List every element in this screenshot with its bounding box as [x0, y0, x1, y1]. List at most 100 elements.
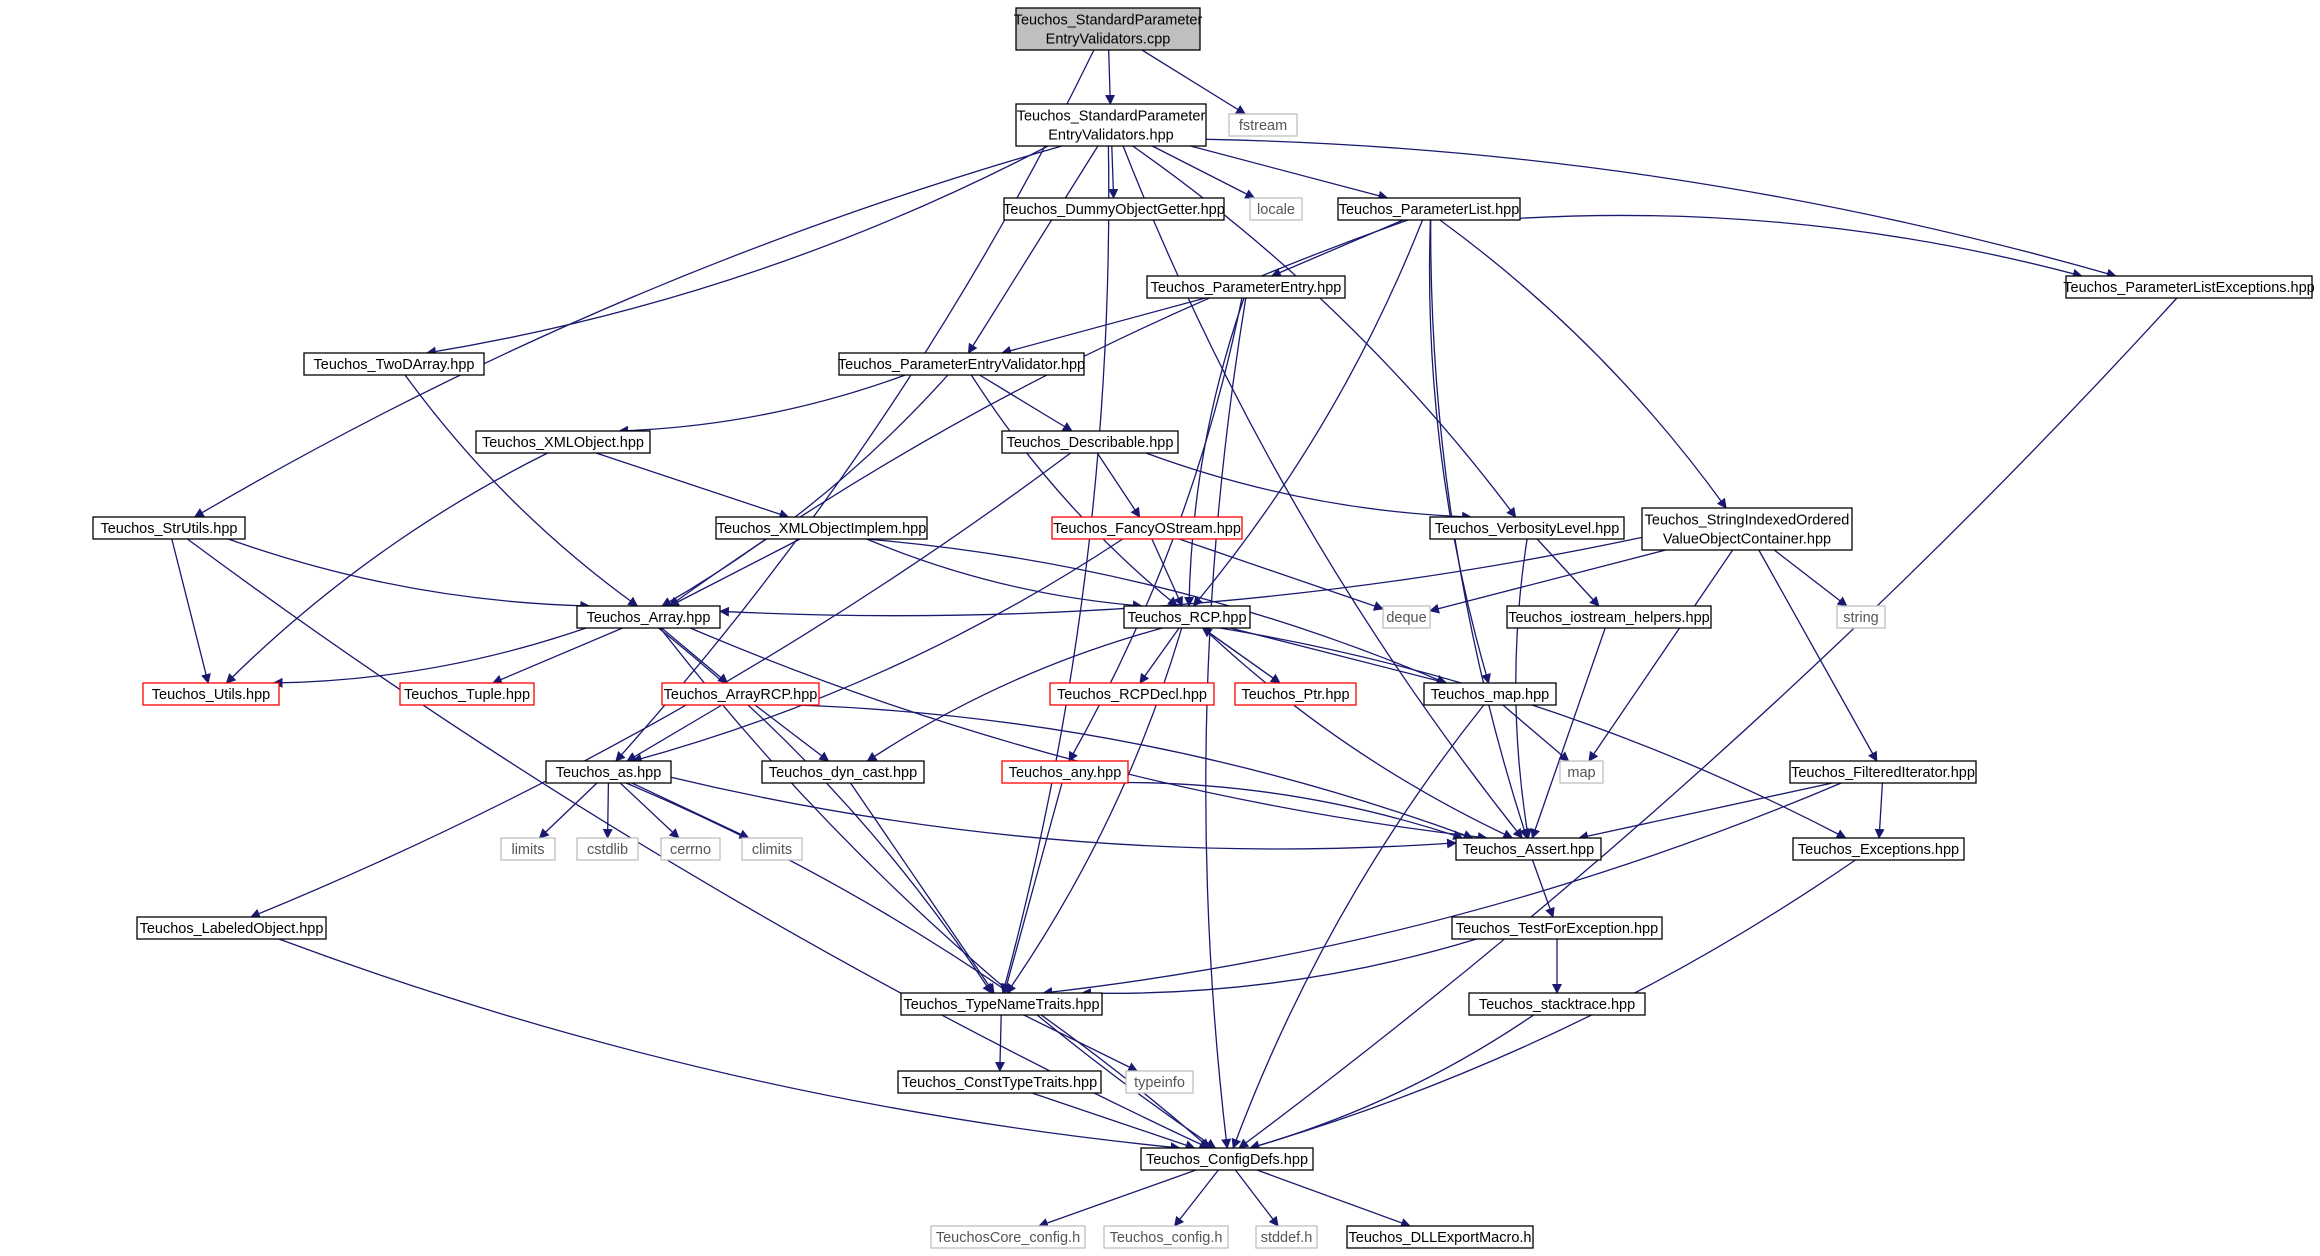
node-teuchos-array-hpp[interactable]: Teuchos_Array.hpp	[576, 605, 721, 629]
edge-as-to-cerrno	[619, 782, 680, 839]
node-label: Teuchos_Assert.hpp	[1463, 842, 1594, 858]
edge-config-to-corecfg	[1037, 1169, 1197, 1228]
node-teuchos-labeledobject-hpp[interactable]: Teuchos_LabeledObject.hpp	[136, 916, 327, 940]
node-teuchos-as-hpp[interactable]: Teuchos_as.hpp	[545, 760, 672, 784]
edge-as-to-climits	[631, 782, 750, 839]
node-teuchos-verbositylevel-hpp[interactable]: Teuchos_VerbosityLevel.hpp	[1429, 516, 1625, 540]
node-box	[1382, 605, 1431, 629]
node-teuchos-typenametraits-hpp[interactable]: Teuchos_TypeNameTraits.hpp	[900, 992, 1103, 1016]
node-label: Teuchos_FilteredIterator.hpp	[1791, 765, 1975, 781]
edge-array-to-utils	[272, 627, 587, 688]
node-typeinfo: typeinfo	[1125, 1070, 1194, 1094]
node-teuchos-parameterentry-hpp[interactable]: Teuchos_ParameterEntry.hpp	[1146, 275, 1346, 299]
node-box	[1015, 103, 1207, 147]
node-teuchos-any-hpp[interactable]: Teuchos_any.hpp	[1001, 760, 1129, 784]
node-label: climits	[752, 842, 792, 858]
node-box	[1641, 507, 1853, 551]
node-box	[136, 916, 327, 940]
node-cerrno: cerrno	[660, 837, 721, 861]
node-teuchos-twodarray-hpp[interactable]: Teuchos_TwoDArray.hpp	[303, 352, 485, 376]
edge-describ-to-labeled	[249, 452, 1071, 919]
node-teuchos-iostream-helpers-hpp[interactable]: Teuchos_iostream_helpers.hpp	[1506, 605, 1712, 629]
node-label: Teuchos_FancyOStream.hpp	[1053, 521, 1241, 537]
node-teuchos-describable-hpp[interactable]: Teuchos_Describable.hpp	[1001, 430, 1179, 454]
node-label: Teuchos_ParameterList.hpp	[1339, 202, 1520, 218]
node-teuchoscore-config-h: TeuchosCore_config.h	[930, 1225, 1086, 1249]
node-teuchos-consttypetraits-hpp[interactable]: Teuchos_ConstTypeTraits.hpp	[897, 1070, 1102, 1094]
node-box	[576, 837, 639, 861]
edge-sphpp-to-plist	[1190, 145, 1389, 201]
node-teuchos-dummyobjectgetter-hpp[interactable]: Teuchos_DummyObjectGetter.hpp	[1003, 197, 1225, 221]
edge-array-to-config	[659, 627, 1217, 1149]
node-teuchos-xmlobject-hpp[interactable]: Teuchos_XMLObject.hpp	[475, 430, 651, 454]
node-label: Teuchos_StandardParameter	[1014, 13, 1203, 29]
node-teuchos-stacktrace-hpp[interactable]: Teuchos_stacktrace.hpp	[1468, 992, 1646, 1016]
node-teuchos-xmlobjectimplem-hpp[interactable]: Teuchos_XMLObjectImplem.hpp	[715, 516, 928, 540]
edge-plist-to-plistexc	[1519, 214, 2083, 279]
edge-config-to-dll	[1256, 1169, 1411, 1228]
node-teuchos-utils-hpp[interactable]: Teuchos_Utils.hpp	[142, 682, 280, 706]
node-teuchos-parameterentryvalidator-hpp[interactable]: Teuchos_ParameterEntryValidator.hpp	[838, 352, 1085, 376]
node-box	[1337, 197, 1521, 221]
edge-constt-to-config	[1031, 1092, 1196, 1150]
node-teuchos-exceptions-hpp[interactable]: Teuchos_Exceptions.hpp	[1792, 837, 1965, 861]
node-teuchos-ptr-hpp[interactable]: Teuchos_Ptr.hpp	[1234, 682, 1357, 706]
node-fstream: fstream	[1228, 113, 1298, 137]
node-teuchos-tuple-hpp[interactable]: Teuchos_Tuple.hpp	[399, 682, 535, 706]
node-box	[2065, 275, 2313, 299]
node-teuchos-rcp-hpp[interactable]: Teuchos_RCP.hpp	[1123, 605, 1251, 629]
node-label: ValueObjectContainer.hpp	[1663, 532, 1831, 548]
node-teuchos-parameterlist-hpp[interactable]: Teuchos_ParameterList.hpp	[1337, 197, 1521, 221]
node-teuchos-map-hpp[interactable]: Teuchos_map.hpp	[1423, 682, 1557, 706]
edge-fancy-to-rcp	[1151, 538, 1183, 607]
edge-xmlimpl-to-rcp	[866, 538, 1143, 611]
edge-strutils-to-array	[228, 538, 591, 611]
node-box	[661, 682, 820, 706]
node-teuchos-testforexception-hpp[interactable]: Teuchos_TestForException.hpp	[1451, 916, 1663, 940]
node-teuchos-filterediterator-hpp[interactable]: Teuchos_FilteredIterator.hpp	[1789, 760, 1977, 784]
edge-fancy-to-deque	[1178, 538, 1384, 611]
node-box	[1451, 916, 1663, 940]
node-box	[475, 430, 651, 454]
edge-sioc-to-string	[1773, 549, 1848, 607]
node-teuchos-assert-hpp[interactable]: Teuchos_Assert.hpp	[1455, 837, 1602, 861]
node-teuchos-strutils-hpp[interactable]: Teuchos_StrUtils.hpp	[92, 516, 246, 540]
node-teuchos-parameterlistexceptions-hpp[interactable]: Teuchos_ParameterListExceptions.hpp	[2063, 275, 2315, 299]
node-label: cerrno	[670, 842, 711, 858]
node-box	[303, 352, 485, 376]
node-label: locale	[1257, 202, 1295, 218]
node-teuchos-rcpdecl-hpp[interactable]: Teuchos_RCPDecl.hpp	[1049, 682, 1215, 706]
node-teuchos-stringindexedorderedvalueobjectcontainer-hpp[interactable]: Teuchos_StringIndexedOrderedValueObjectC…	[1641, 507, 1853, 551]
node-box	[500, 837, 556, 861]
node-box	[1140, 1147, 1314, 1171]
edge-pentry-to-rcp	[1184, 297, 1245, 607]
node-box	[1346, 1225, 1534, 1249]
node-teuchos-arrayrcp-hpp[interactable]: Teuchos_ArrayRCP.hpp	[661, 682, 820, 706]
edge-twod-to-array	[404, 374, 639, 607]
node-box	[1559, 760, 1604, 784]
node-label: Teuchos_dyn_cast.hpp	[769, 765, 917, 781]
edge-pentry-to-pev	[1001, 297, 1206, 356]
node-deque: deque	[1382, 605, 1431, 629]
node-box	[761, 760, 925, 784]
node-label: Teuchos_iostream_helpers.hpp	[1508, 610, 1710, 626]
edge-sioc-to-filt	[1758, 549, 1878, 762]
node-box	[1001, 430, 1179, 454]
edge-sphpp-to-assert	[1122, 145, 1523, 839]
node-teuchos-standardparameterentryvalidators-cpp[interactable]: Teuchos_StandardParameterEntryValidators…	[1014, 7, 1203, 51]
node-teuchos-dyn-cast-hpp[interactable]: Teuchos_dyn_cast.hpp	[761, 760, 925, 784]
node-box	[1455, 837, 1602, 861]
node-label: Teuchos_LabeledObject.hpp	[140, 921, 324, 937]
edge-layer	[171, 49, 2178, 1228]
node-teuchos-standardparameterentryvalidators-hpp[interactable]: Teuchos_StandardParameterEntryValidators…	[1015, 103, 1207, 147]
node-label: Teuchos_ParameterEntryValidator.hpp	[838, 357, 1085, 373]
node-teuchos-fancyostream-hpp[interactable]: Teuchos_FancyOStream.hpp	[1051, 516, 1243, 540]
node-label: Teuchos_ArrayRCP.hpp	[664, 687, 818, 703]
node-label: Teuchos_any.hpp	[1009, 765, 1122, 781]
node-teuchos-dllexportmacro-h[interactable]: Teuchos_DLLExportMacro.h	[1346, 1225, 1534, 1249]
edge-pev-to-rcp	[970, 374, 1178, 607]
node-label: Teuchos_ConstTypeTraits.hpp	[902, 1075, 1097, 1091]
node-teuchos-configdefs-hpp[interactable]: Teuchos_ConfigDefs.hpp	[1140, 1147, 1314, 1171]
node-box	[1234, 682, 1357, 706]
